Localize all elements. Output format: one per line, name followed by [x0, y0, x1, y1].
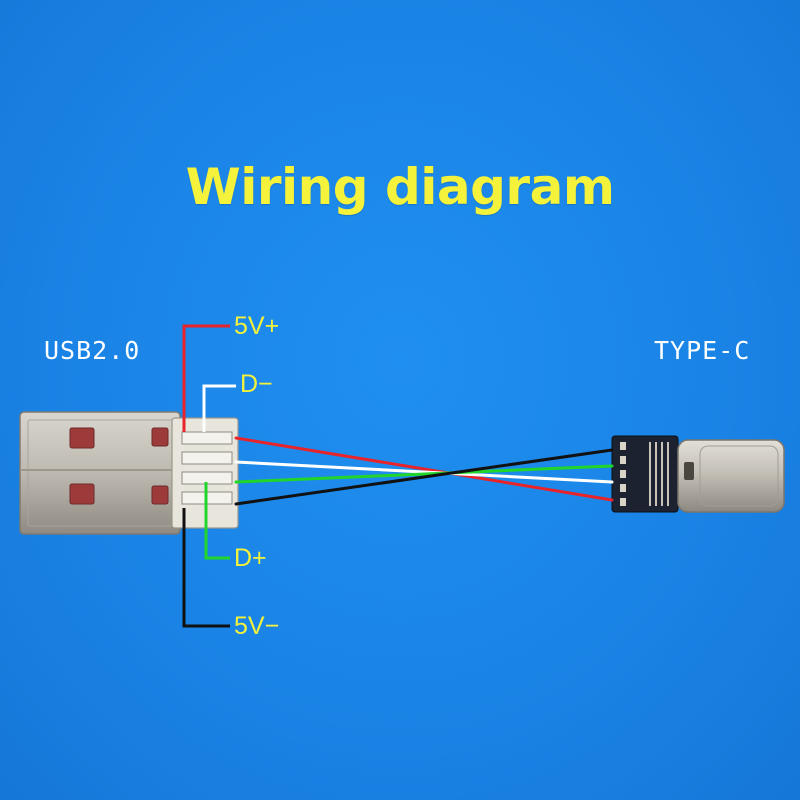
gnd-label: 5V−	[234, 612, 280, 640]
type-c-connector	[611, 435, 785, 513]
usb-a-plug	[19, 411, 239, 535]
type-c-notch	[684, 462, 694, 480]
gnd-wire	[234, 448, 614, 506]
dplus-callout	[204, 482, 230, 560]
dminus-wire	[234, 460, 614, 484]
usb-a-window	[69, 427, 95, 449]
dplus-wire	[234, 464, 614, 484]
dminus-callout	[202, 384, 236, 432]
typec-label: TYPE-C	[654, 336, 751, 365]
usb-a-window	[151, 485, 169, 505]
type-c-shell	[677, 439, 785, 513]
dminus-label: D−	[240, 370, 273, 398]
dplus-label: D+	[234, 544, 267, 572]
usb-a-window	[151, 427, 169, 447]
callout-lines	[182, 324, 236, 628]
vbus-wire	[234, 436, 614, 502]
usb2-label: USB2.0	[44, 336, 141, 365]
page-title: Wiring diagram	[185, 158, 615, 216]
usb-a-window	[69, 483, 95, 505]
gnd-callout	[182, 508, 230, 628]
vbus-callout	[182, 324, 230, 432]
wires	[234, 436, 614, 506]
vbus-label: 5V+	[234, 312, 280, 340]
